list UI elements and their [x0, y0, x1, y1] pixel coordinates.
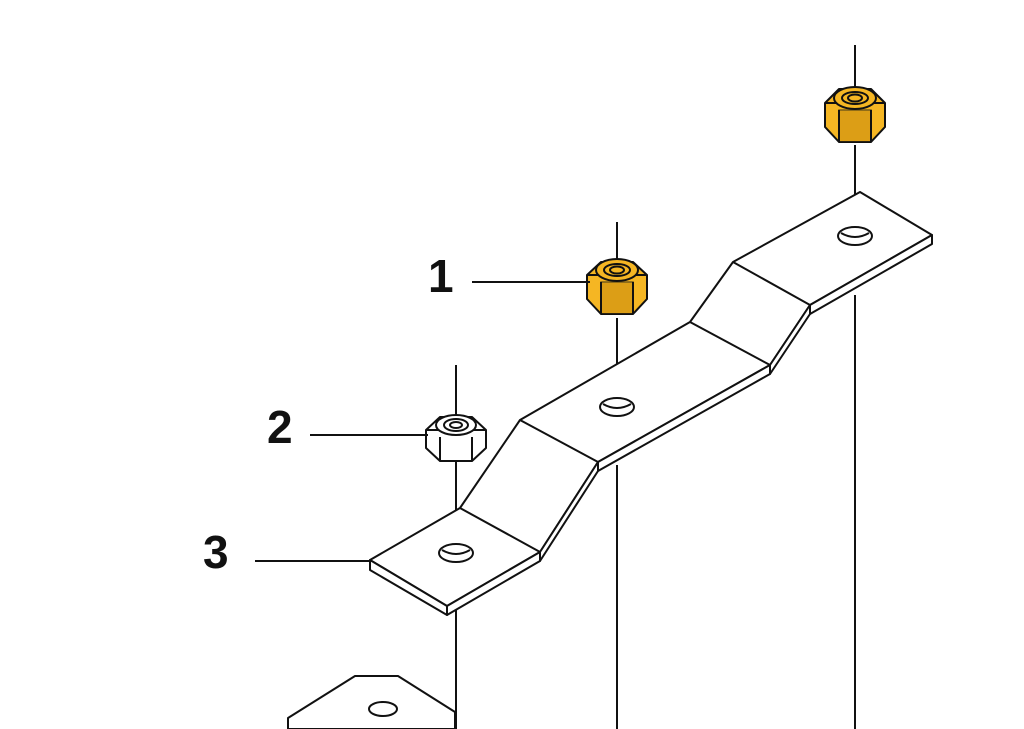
leader-lines [255, 281, 590, 562]
bracket-part-3 [369, 191, 933, 616]
hex-lock-nut-icon [425, 414, 487, 462]
callout-2: 2 [267, 401, 293, 453]
callout-1: 1 [428, 250, 454, 302]
bracket-hole [438, 543, 474, 563]
callout-3: 3 [203, 526, 229, 578]
lower-bracket [287, 675, 456, 729]
hex-lock-nut-icon [824, 86, 886, 143]
bracket-hole [599, 397, 635, 417]
hex-lock-nut-icon [586, 258, 648, 315]
bracket-hole [837, 226, 873, 246]
